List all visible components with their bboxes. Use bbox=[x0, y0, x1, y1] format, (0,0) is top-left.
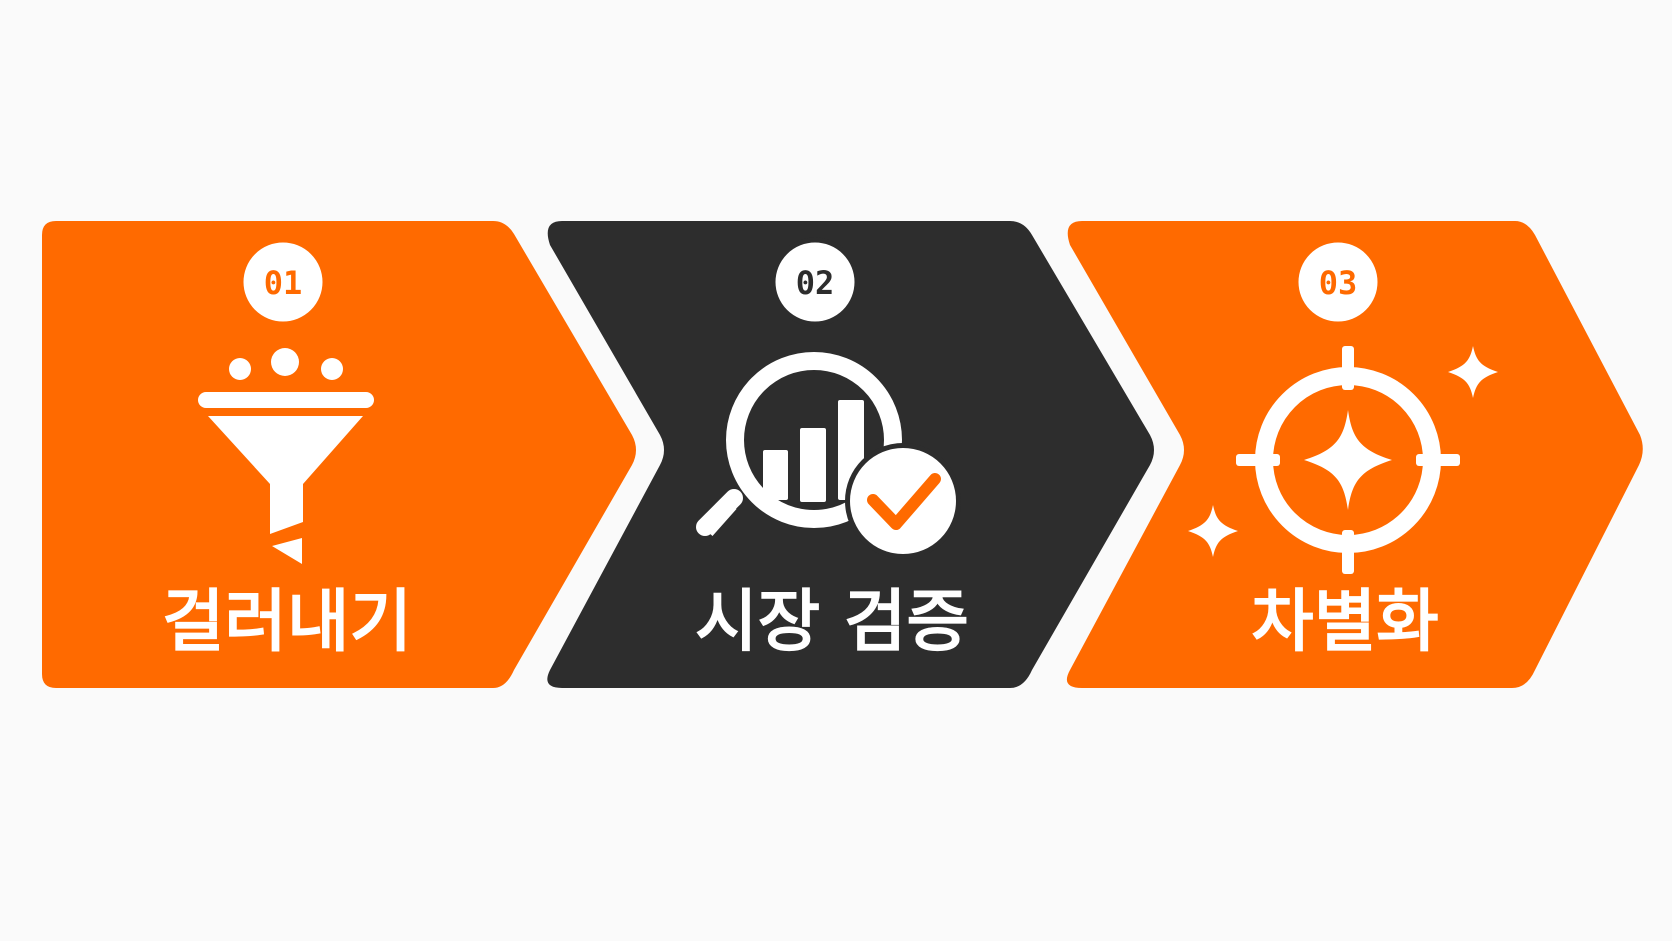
step-2: 02 시장 검증 bbox=[547, 221, 1154, 688]
step-3-number-badge bbox=[1293, 237, 1383, 327]
step-2-number: 02 bbox=[796, 264, 835, 302]
step-3-number: 03 bbox=[1319, 264, 1358, 302]
target-sparkle-icon bbox=[1188, 346, 1498, 574]
step-1-label: 걸러내기 bbox=[162, 583, 412, 662]
step-1: 01 걸러내기 bbox=[42, 221, 636, 688]
funnel-icon bbox=[198, 348, 374, 564]
step-1-number-badge bbox=[238, 237, 328, 327]
step-2-label: 시장 검증 bbox=[695, 583, 969, 662]
step-1-number: 01 bbox=[264, 264, 303, 302]
step-3: 03 차별화 bbox=[1066, 221, 1643, 688]
magnifier-chart-check-icon bbox=[696, 352, 961, 559]
step-2-number-badge bbox=[770, 237, 860, 327]
step-1-chevron bbox=[42, 221, 636, 688]
step-3-label: 차별화 bbox=[1251, 583, 1439, 662]
